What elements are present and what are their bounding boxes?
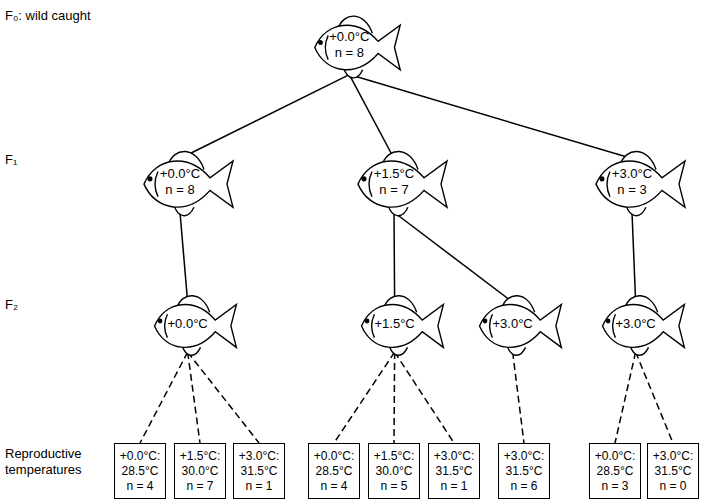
temperature-text: +1.5°C: 30.0°C [178,449,222,479]
temperature-text: +3.0°C: 31.5°C [651,449,695,479]
breeding-line [188,352,259,443]
temperature-text: +3.0°C: 31.5°C [502,449,546,479]
temperature-text: +3.0°C [615,316,655,332]
lineage-line [632,212,636,302]
fish-node: +3.0°C [474,285,566,363]
sample-size: n = 3 [617,182,646,198]
temperature-box: +1.5°C: 30.0°Cn = 5 [368,443,420,499]
breeding-line [395,352,454,443]
sample-size: n = 4 [320,479,347,494]
fish-text: +3.0°Cn = 3 [602,140,662,224]
temperature-text: +3.0°C [612,166,652,182]
temperature-text: +1.5°C [374,316,414,332]
lineage-line [349,75,632,159]
temperature-text: +0.0°C [167,316,207,332]
breeding-line [140,352,188,443]
temperature-box: +0.0°C: 28.5°Cn = 4 [308,443,360,499]
lineage-line [180,212,188,302]
temperature-box: +3.0°C: 31.5°Cn = 1 [428,443,480,499]
fish-text: +1.5°C [367,285,422,363]
fish-text: +0.0°Cn = 8 [321,5,379,86]
sample-size: n = 1 [440,479,467,494]
generation-label: F₁ [5,152,17,168]
temperature-text: +0.0°C: 28.5°C [593,449,637,479]
breeding-line [513,352,524,443]
fish-node: +1.5°C [356,285,448,363]
lineage-line [393,212,395,302]
lineage-line [394,212,513,302]
temperature-text: +3.0°C [492,316,532,332]
sample-size: n = 6 [510,479,537,494]
breeding-line [615,352,636,443]
temperature-text: +1.5°C [374,166,414,182]
temperature-text: +1.5°C: 30.0°C [372,449,416,479]
lineage-line [180,75,349,159]
sample-size: n = 5 [380,479,407,494]
fish-text: +3.0°C [608,285,663,363]
temperature-box: +3.0°C: 31.5°Cn = 0 [647,443,699,499]
breeding-line [334,352,395,443]
lineage-line [349,75,394,159]
temperature-box: +3.0°C: 31.5°Cn = 6 [498,443,550,499]
temperature-box: +1.5°C: 30.0°Cn = 7 [174,443,226,499]
fish-text: +0.0°C [160,285,215,363]
breeding-line [636,352,673,443]
temperature-box: +3.0°C: 31.5°Cn = 1 [233,443,285,499]
breeding-line [393,352,395,443]
sample-size: n = 0 [659,479,686,494]
sample-size: n = 7 [186,479,213,494]
fish-node: +3.0°C [597,285,689,363]
sample-size: n = 8 [335,45,364,61]
fish-node: +1.5°Cn = 7 [352,140,452,224]
fish-text: +0.0°Cn = 8 [150,140,210,224]
sample-size: n = 8 [165,182,194,198]
fish-node: +0.0°Cn = 8 [138,140,238,224]
sample-size: n = 1 [245,479,272,494]
temperature-text: +0.0°C: 28.5°C [118,449,162,479]
fish-node: +0.0°Cn = 8 [309,5,405,86]
temperature-box: +0.0°C: 28.5°Cn = 4 [114,443,166,499]
sample-size: n = 7 [379,182,408,198]
sample-size: n = 4 [126,479,153,494]
generation-label: F₂ [5,297,18,313]
temperature-text: +3.0°C: 31.5°C [237,449,281,479]
sample-size: n = 3 [601,479,628,494]
temperature-text: +3.0°C: 31.5°C [432,449,476,479]
fish-node: +0.0°C [149,285,241,363]
fish-text: +3.0°C [485,285,540,363]
generation-label: F₀: wild caught [5,8,91,24]
fish-node: +3.0°Cn = 3 [590,140,690,224]
temperature-text: +0.0°C: 28.5°C [312,449,356,479]
temperature-text: +0.0°C [160,166,200,182]
fish-text: +1.5°Cn = 7 [364,140,424,224]
temperature-box: +0.0°C: 28.5°Cn = 3 [589,443,641,499]
row-label: Reproductive temperatures [5,446,103,479]
temperature-text: +0.0°C [329,29,369,45]
